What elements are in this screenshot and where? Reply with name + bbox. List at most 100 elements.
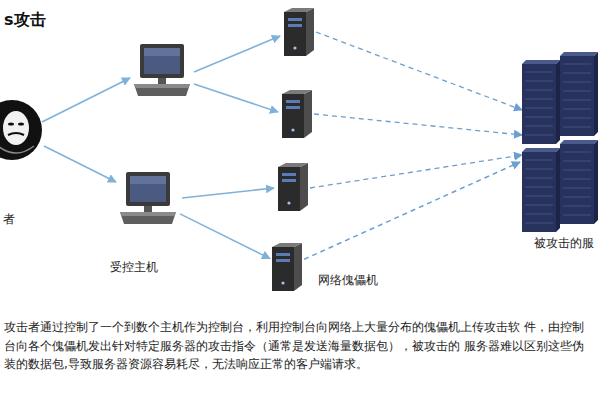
- server-side: [304, 90, 312, 138]
- server-icon: [278, 163, 308, 211]
- dashed-arrow: [310, 155, 522, 188]
- rack-slot: [563, 196, 591, 197]
- power-light: [281, 281, 284, 284]
- rack-slot: [525, 159, 553, 160]
- rack-slot: [525, 80, 553, 81]
- mask-moustache: [8, 133, 24, 135]
- rack-slot: [525, 195, 553, 196]
- rack-slot: [525, 116, 553, 117]
- server-top: [272, 243, 302, 247]
- drive-bay: [276, 253, 290, 256]
- rack-slot: [525, 98, 553, 99]
- node-label: 被攻击的服: [534, 236, 594, 250]
- rack-slot: [563, 214, 591, 215]
- rack-slot: [563, 72, 591, 73]
- rack-slot: [525, 213, 553, 214]
- hood: [0, 146, 34, 153]
- target-server: 被攻击的服: [522, 52, 598, 236]
- server-icon: [282, 90, 312, 138]
- rack-side: [556, 60, 560, 144]
- caption-text: 攻击者通过控制了一个到数个主机作为控制台，利用控制台向网络上大量分布的傀儡机上传…: [4, 318, 594, 374]
- server-side: [300, 163, 308, 211]
- server-icon: [272, 243, 302, 291]
- rack: [522, 152, 556, 232]
- diagram-title: s攻击: [4, 10, 46, 31]
- server-front: [272, 247, 294, 291]
- node-icon: [0, 100, 42, 160]
- rack-slot: [563, 99, 591, 100]
- node-label: 受控主机: [110, 260, 158, 274]
- rack: [522, 64, 556, 144]
- drive-bay: [282, 173, 296, 176]
- connectors: [44, 146, 520, 259]
- server-icon: [284, 8, 314, 56]
- rack-top: [522, 148, 560, 152]
- attacker-node: 者: [0, 100, 42, 160]
- server-side: [306, 8, 314, 56]
- rack-top: [522, 60, 560, 64]
- drive-bay: [288, 24, 302, 27]
- connector-arrow: [44, 146, 116, 182]
- screen: [130, 176, 166, 202]
- connector-arrow: [180, 214, 270, 259]
- rack-slot: [525, 186, 553, 187]
- server-side: [294, 243, 302, 291]
- node-label: 网络傀儡机: [318, 273, 378, 287]
- rack-slot: [525, 125, 553, 126]
- base-top: [120, 212, 176, 216]
- rack-slot: [563, 169, 591, 170]
- monitor: [140, 44, 184, 78]
- rack-slot: [563, 108, 591, 109]
- rack-side: [594, 52, 598, 136]
- rack-side: [594, 140, 598, 224]
- rack-slot: [563, 117, 591, 118]
- dashed-arrow: [316, 32, 522, 110]
- rack-slot: [563, 90, 591, 91]
- server-top: [278, 163, 308, 167]
- drive-bay: [286, 100, 300, 103]
- connector-arrow: [304, 162, 520, 259]
- rack-slot: [525, 168, 553, 169]
- rack-slot: [563, 178, 591, 179]
- server-front: [278, 167, 300, 211]
- arrow: [182, 188, 274, 198]
- puppet-server: 网络傀儡机: [272, 243, 302, 291]
- rack-slot: [563, 151, 591, 152]
- rack-slot: [563, 81, 591, 82]
- rack-slot: [525, 177, 553, 178]
- mask-face: [3, 111, 29, 145]
- neck: [144, 206, 152, 212]
- rack-top: [560, 140, 598, 144]
- screen: [144, 48, 180, 74]
- server-cluster: [522, 52, 598, 232]
- server-front: [284, 12, 306, 56]
- rack-slot: [525, 71, 553, 72]
- drive-bay: [282, 179, 296, 182]
- base: [134, 84, 190, 96]
- power-light: [293, 46, 296, 49]
- server-top: [284, 8, 314, 12]
- hacker-disc: [0, 100, 42, 160]
- drive-bay: [288, 18, 302, 21]
- drive-bay: [286, 106, 300, 109]
- arrow: [42, 78, 130, 122]
- rack-slot: [563, 187, 591, 188]
- screen-shine: [130, 176, 166, 184]
- neck: [158, 78, 166, 84]
- screen-shine: [144, 48, 180, 56]
- dashed-arrow: [314, 114, 522, 135]
- rack-side: [556, 148, 560, 232]
- rack-slot: [563, 160, 591, 161]
- decoration: [42, 8, 522, 211]
- rack: [560, 144, 594, 224]
- server-front: [282, 94, 304, 138]
- power-light: [291, 128, 294, 131]
- arrow: [194, 84, 278, 112]
- drive-bay: [276, 259, 290, 262]
- rack-slot: [525, 134, 553, 135]
- monitor: [126, 172, 170, 206]
- node-icon: [118, 172, 178, 224]
- computer-icon: [120, 172, 176, 224]
- server-top: [282, 90, 312, 94]
